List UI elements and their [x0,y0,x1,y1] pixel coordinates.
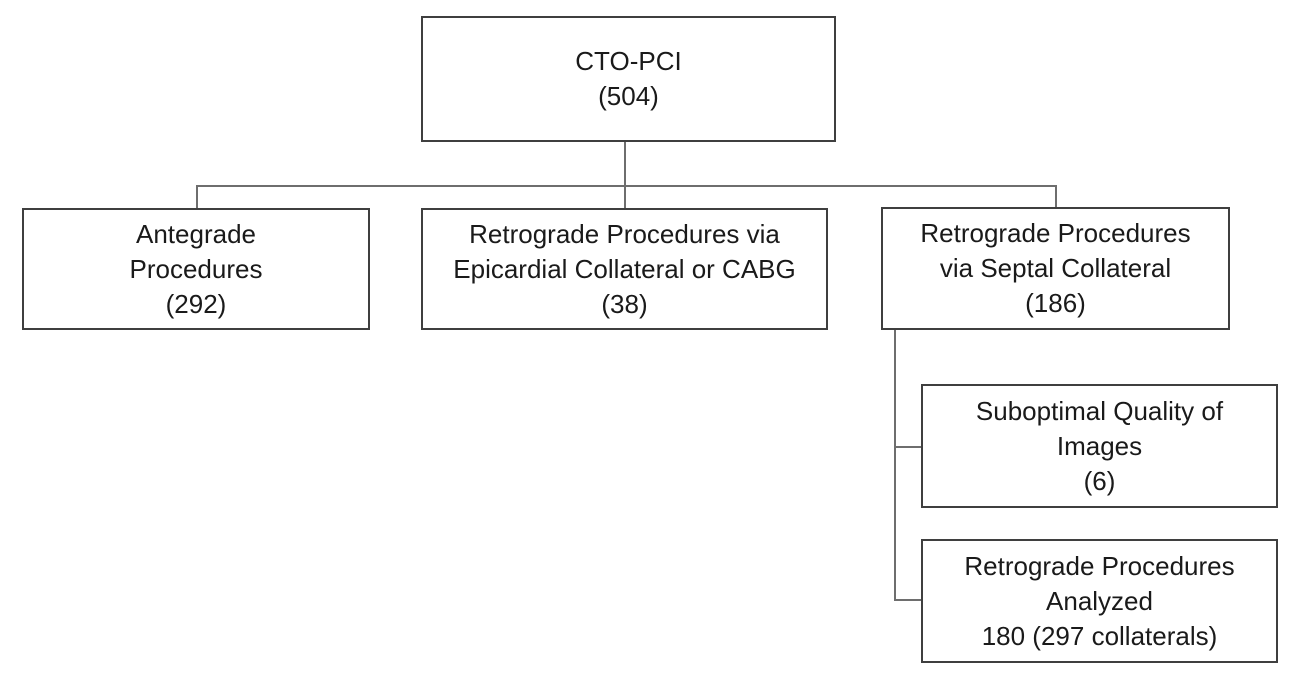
node-line: Procedures [129,253,263,284]
node-line: Suboptimal Quality of [975,395,1224,426]
connector-suboptimal-arm [894,446,921,448]
node-line: Images [1056,430,1143,461]
node-line: (504) [598,81,659,111]
node-retrograde-septal: Retrograde Procedures via Septal Collate… [881,207,1230,330]
connector-analyzed-arm [894,599,921,601]
node-line: (6) [1083,465,1116,496]
node-retrograde-analyzed: Retrograde Procedures Analyzed 180 (297 … [921,539,1278,663]
node-line: (38) [601,288,648,319]
node-retrograde-epicardial-cabg: Retrograde Procedures via Epicardial Col… [421,208,828,330]
node-line: Retrograde Procedures via [469,218,780,249]
connector-septal-drop [1055,185,1057,207]
node-line: Epicardial Collateral or CABG [453,253,796,284]
node-line: (292) [165,288,227,319]
node-antegrade-procedures: Antegrade Procedures (292) [22,208,370,330]
connector-root-stem [624,142,626,208]
node-line: via Septal Collateral [939,253,1172,283]
connector-antegrade-drop [196,185,198,208]
node-cto-pci: CTO-PCI (504) [421,16,836,142]
node-suboptimal-quality: Suboptimal Quality of Images (6) [921,384,1278,508]
connector-septal-stem [894,330,896,601]
node-line: Retrograde Procedures [964,550,1235,581]
node-line: Retrograde Procedures [920,218,1191,248]
node-line: Analyzed [1046,585,1153,616]
node-line: CTO-PCI [575,46,682,76]
node-line: 180 (297 collaterals) [981,620,1218,651]
connector-branch-bar [196,185,1057,187]
node-line: (186) [1025,288,1086,318]
node-line: Antegrade [136,218,256,249]
